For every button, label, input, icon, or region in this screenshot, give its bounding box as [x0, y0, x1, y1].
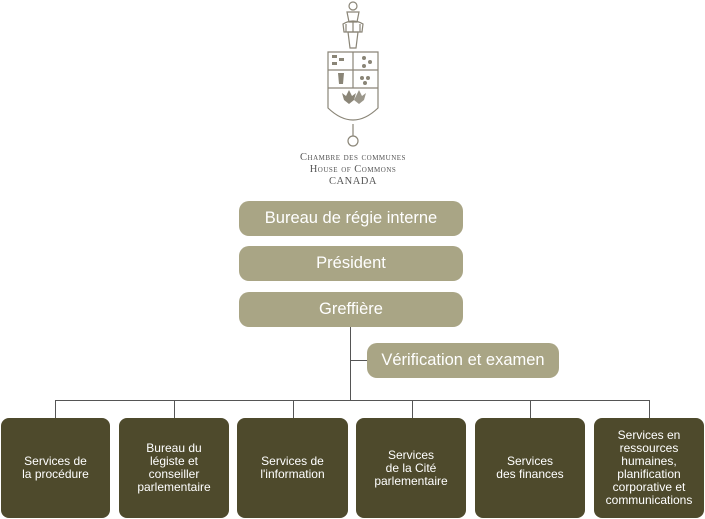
connector-service-2 [174, 400, 175, 418]
service-box-procedural: Services de la procédure [1, 418, 110, 518]
audit-and-review-box: Vérification et examen [367, 343, 559, 378]
institution-name-fr: Chambre des communes [300, 152, 406, 163]
connector-service-3 [293, 400, 294, 418]
service-box-finance: Services des finances [475, 418, 585, 518]
speaker-box: Président [239, 246, 463, 281]
connector-service-5 [530, 400, 531, 418]
service-box-parliamentary-precinct: Services de la Cité parlementaire [356, 418, 466, 518]
connector-service-1 [55, 400, 56, 418]
service-box-information: Services de l'information [237, 418, 348, 518]
coat-of-arms-logo [327, 1, 379, 147]
board-of-internal-economy-box: Bureau de régie interne [239, 201, 463, 236]
connector-clerk-down [350, 327, 351, 400]
service-box-human-resources: Services en ressources humaines, planifi… [594, 418, 704, 518]
connector-horizontal [55, 400, 649, 401]
service-box-law-clerk: Bureau du légiste et conseiller parlemen… [119, 418, 229, 518]
connector-audit [350, 360, 368, 361]
connector-service-6 [649, 400, 650, 418]
institution-country: CANADA [329, 176, 377, 187]
connector-service-4 [412, 400, 413, 418]
institution-name-en: House of Commons [309, 164, 397, 175]
clerk-box: Greffière [239, 292, 463, 327]
